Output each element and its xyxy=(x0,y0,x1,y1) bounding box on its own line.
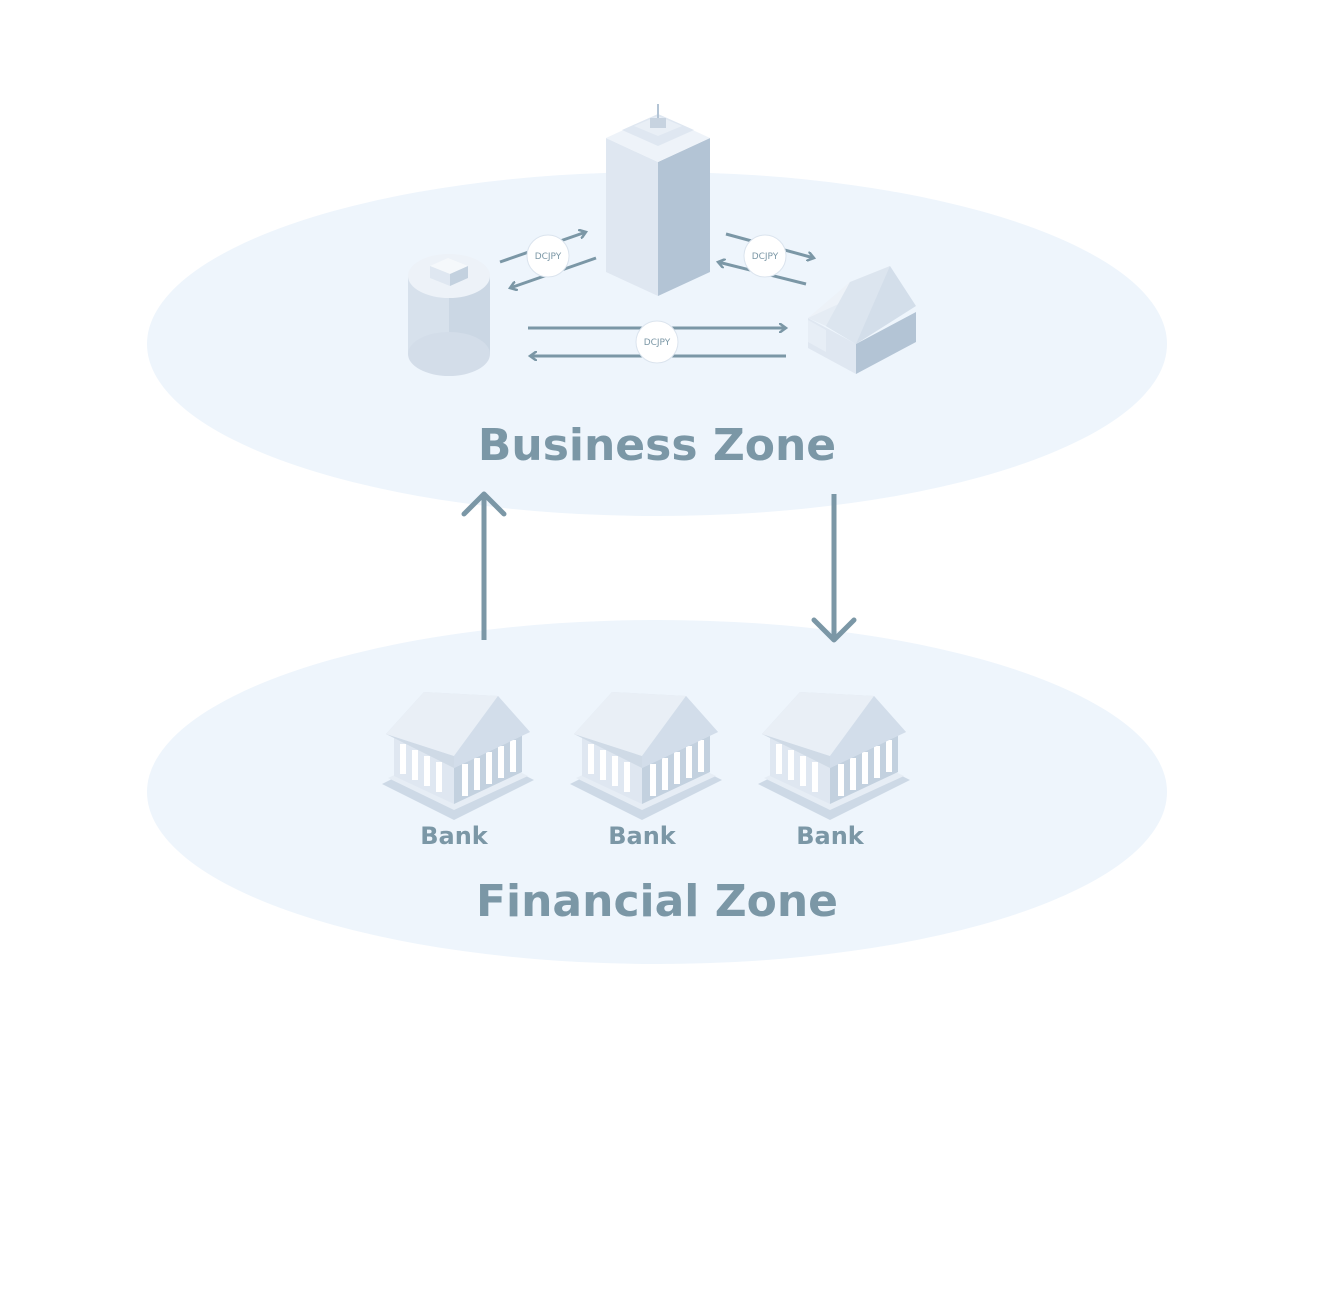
house-icon xyxy=(808,266,916,374)
bank-label: Bank xyxy=(420,822,489,850)
business-zone-title: Business Zone xyxy=(478,420,836,471)
dcjpy-token-label: DCJPY xyxy=(644,338,671,348)
bank-1: Bank xyxy=(382,692,534,850)
bank-label: Bank xyxy=(608,822,677,850)
arrow-business-to-financial xyxy=(811,494,857,643)
exchange-cylinder-house: DCJPY xyxy=(528,320,786,364)
bank-3: Bank xyxy=(758,692,910,850)
bank-2: Bank xyxy=(570,692,722,850)
dcjpy-token-icon: DCJPY xyxy=(743,234,787,278)
exchange-cylinder-skyscraper: DCJPY xyxy=(499,232,597,288)
bank-label: Bank xyxy=(796,822,865,850)
dcjpy-token-icon: DCJPY xyxy=(526,234,570,278)
exchange-skyscraper-house: DCJPY xyxy=(718,232,814,286)
dcjpy-token-icon: DCJPY xyxy=(635,320,679,364)
dcjpy-token-label: DCJPY xyxy=(535,252,562,262)
financial-zone-title: Financial Zone xyxy=(476,876,838,927)
dcjpy-token-label: DCJPY xyxy=(752,252,779,262)
cylinder-building-icon xyxy=(408,254,490,376)
arrow-financial-to-business xyxy=(461,491,507,640)
skyscraper-icon xyxy=(606,104,710,296)
